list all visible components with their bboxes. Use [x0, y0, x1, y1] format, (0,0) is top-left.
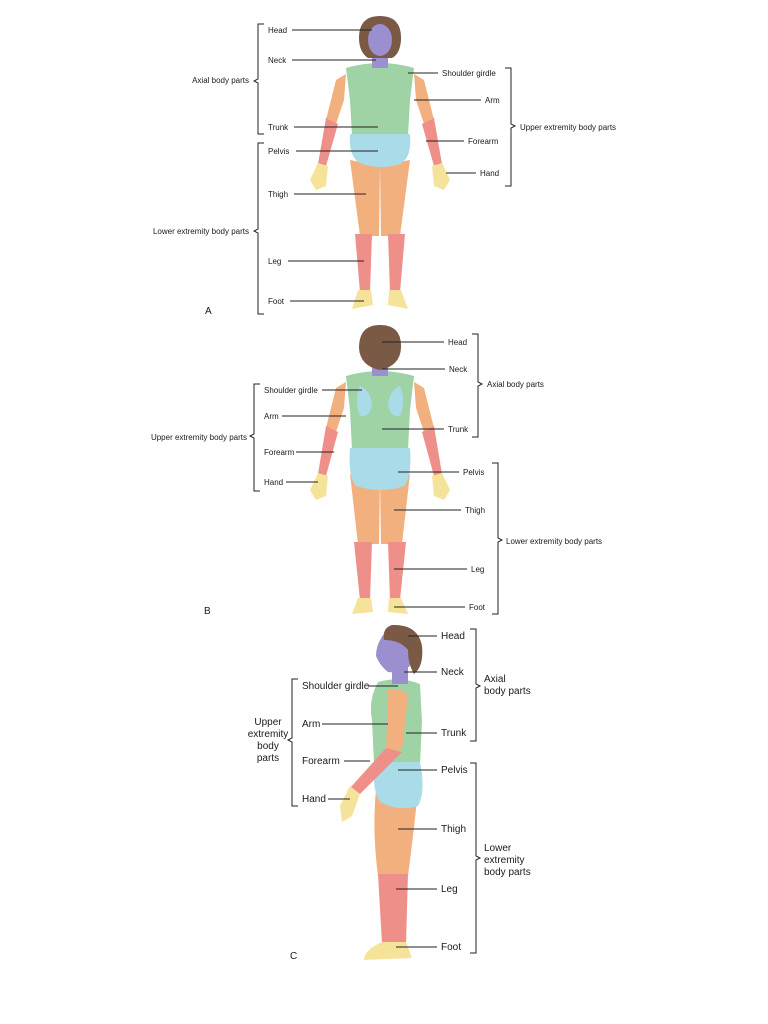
svg-text:parts: parts — [257, 753, 279, 764]
label-b-leg: Leg — [471, 565, 484, 574]
label-c-trunk: Trunk — [441, 728, 467, 739]
svg-text:extremity: extremity — [484, 855, 525, 866]
panel-b-letter: B — [204, 606, 211, 617]
panel-c-letter: C — [290, 951, 297, 962]
label-b-foot: Foot — [469, 603, 486, 612]
label-c-thigh: Thigh — [441, 824, 466, 835]
label-c-pelvis: Pelvis — [441, 765, 468, 776]
panel-a: Head Neck Trunk Pelvis Thigh Leg Foot Sh… — [153, 16, 616, 317]
label-c-hand: Hand — [302, 794, 326, 805]
label-c-foot: Foot — [441, 942, 461, 953]
svg-text:body: body — [257, 741, 279, 752]
label-a-foot: Foot — [268, 297, 285, 306]
label-a-leg: Leg — [268, 257, 281, 266]
label-b-arm: Arm — [264, 412, 279, 421]
panel-c: Shoulder girdle Arm Forearm Hand Head Ne… — [248, 624, 531, 962]
label-c-head: Head — [441, 631, 465, 642]
panel-b-brackets: Upper extremity body parts Axial body pa… — [151, 333, 602, 615]
group-b-upper: Upper extremity body parts — [151, 433, 247, 442]
label-b-forearm: Forearm — [264, 448, 295, 457]
panel-b: Shoulder girdle Arm Forearm Hand Head Ne… — [151, 325, 602, 617]
label-a-pelvis: Pelvis — [268, 147, 289, 156]
group-b-axial: Axial body parts — [487, 380, 544, 389]
svg-text:extremity: extremity — [248, 729, 289, 740]
figure-b-posterior — [310, 325, 450, 614]
group-a-lower: Lower extremity body parts — [153, 227, 249, 236]
svg-text:body parts: body parts — [484, 686, 531, 697]
label-c-leg: Leg — [441, 884, 458, 895]
group-b-lower: Lower extremity body parts — [506, 537, 602, 546]
svg-text:Lower: Lower — [484, 843, 512, 854]
label-c-arm: Arm — [302, 719, 320, 730]
panel-c-left-labels: Shoulder girdle Arm Forearm Hand — [302, 681, 398, 805]
figure-c-lateral — [340, 624, 423, 960]
label-a-head: Head — [268, 26, 287, 35]
panel-a-brackets: Axial body parts Lower extremity body pa… — [153, 23, 616, 315]
label-c-forearm: Forearm — [302, 756, 340, 767]
label-a-neck: Neck — [268, 56, 287, 65]
label-a-shoulder-girdle: Shoulder girdle — [442, 69, 496, 78]
figure-a-anterior — [310, 16, 450, 309]
label-b-pelvis: Pelvis — [463, 468, 484, 477]
label-c-neck: Neck — [441, 667, 465, 678]
panel-a-letter: A — [205, 306, 212, 317]
panel-b-right-labels: Head Neck Trunk Pelvis Thigh Leg Foot — [382, 338, 486, 612]
label-a-arm: Arm — [485, 96, 500, 105]
label-a-hand: Hand — [480, 169, 499, 178]
label-b-trunk: Trunk — [448, 425, 469, 434]
panel-b-left-labels: Shoulder girdle Arm Forearm Hand — [264, 386, 362, 487]
label-b-head: Head — [448, 338, 467, 347]
label-b-hand: Hand — [264, 478, 283, 487]
panel-c-brackets: Upper extremity body parts Axial body pa… — [248, 628, 531, 954]
svg-text:Upper: Upper — [254, 717, 282, 728]
panel-a-left-labels: Head Neck Trunk Pelvis Thigh Leg Foot — [268, 26, 378, 306]
label-c-shoulder-girdle: Shoulder girdle — [302, 681, 370, 692]
svg-text:body parts: body parts — [484, 867, 531, 878]
group-a-upper: Upper extremity body parts — [520, 123, 616, 132]
label-b-shoulder-girdle: Shoulder girdle — [264, 386, 318, 395]
panel-a-right-labels: Shoulder girdle Arm Forearm Hand — [408, 69, 500, 178]
label-a-thigh: Thigh — [268, 190, 288, 199]
label-b-thigh: Thigh — [465, 506, 485, 515]
group-a-axial: Axial body parts — [192, 76, 249, 85]
panel-c-right-labels: Head Neck Trunk Pelvis Thigh Leg Foot — [396, 631, 468, 953]
group-c-upper: Upper extremity body parts — [248, 717, 289, 764]
label-a-trunk: Trunk — [268, 123, 289, 132]
group-c-axial: Axial body parts — [484, 674, 531, 697]
label-b-neck: Neck — [449, 365, 468, 374]
group-c-lower: Lower extremity body parts — [484, 843, 531, 878]
svg-text:Axial: Axial — [484, 674, 506, 685]
label-a-forearm: Forearm — [468, 137, 499, 146]
